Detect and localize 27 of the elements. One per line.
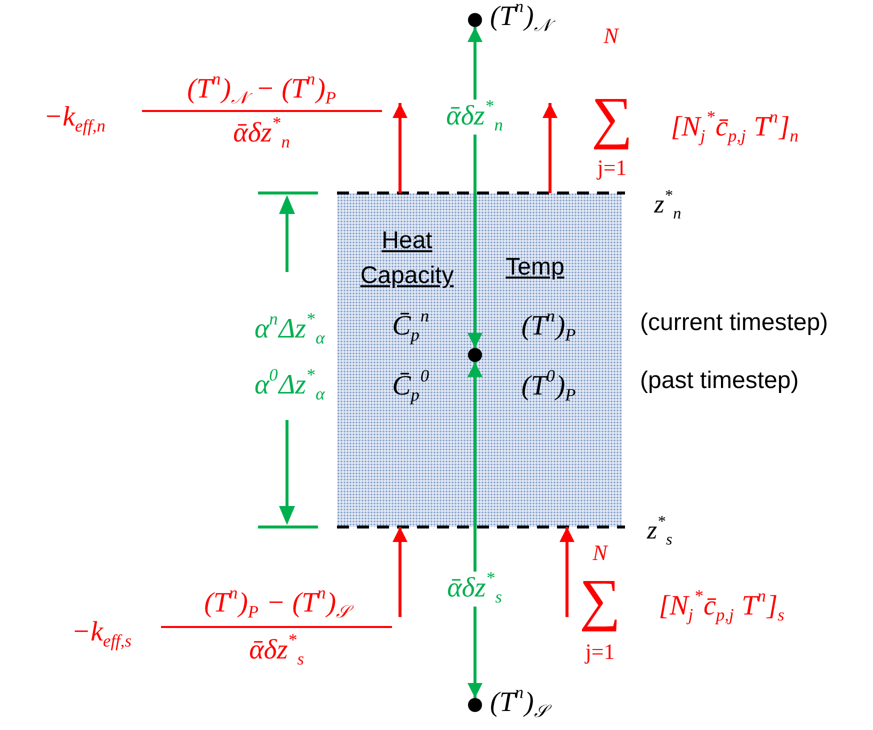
arrow [468,27,482,348]
math-label: −k$_{eff,s}$ [72,618,132,648]
arrow [542,103,558,193]
math-label: ∑ [579,568,621,632]
column-heading: Temp [504,252,566,283]
math-label: j=1 [597,156,627,180]
math-symbol: (T$^{n}$)$_{P}$ [521,312,577,342]
arrow [392,103,408,193]
node-point [468,698,482,712]
math-symbol: (T$^{0}$)$_{P}$ [521,372,577,402]
control-volume [337,193,622,527]
math-label: −k$_{eff,n}$ [44,102,106,134]
arrow [392,527,408,617]
math-label: ∑ [591,86,633,150]
node-point [468,348,482,362]
math-label: [N$_{j}$$^{*}$c̄$_{p,j}$ T$^{n}$]$_{s}$ [658,592,786,622]
node-point [468,13,482,27]
timestep-note: (current timestep) [640,309,828,337]
math-label: j=1 [585,640,615,664]
math-label: N [604,24,618,48]
arrow [468,362,482,698]
arrow [560,527,574,617]
timestep-note: (past timestep) [640,367,799,395]
math-label: (T$^{n}$)$_{𝒩}$ − (T$^{n}$)$_{P}$ [187,74,337,106]
column-heading: Heat Capacity [359,226,455,291]
math-label: N [592,540,608,566]
math-label: [N$_{j}$$^{*}$c̄$_{p,j}$ T$^{n}$]$_{n}$ [670,112,800,144]
